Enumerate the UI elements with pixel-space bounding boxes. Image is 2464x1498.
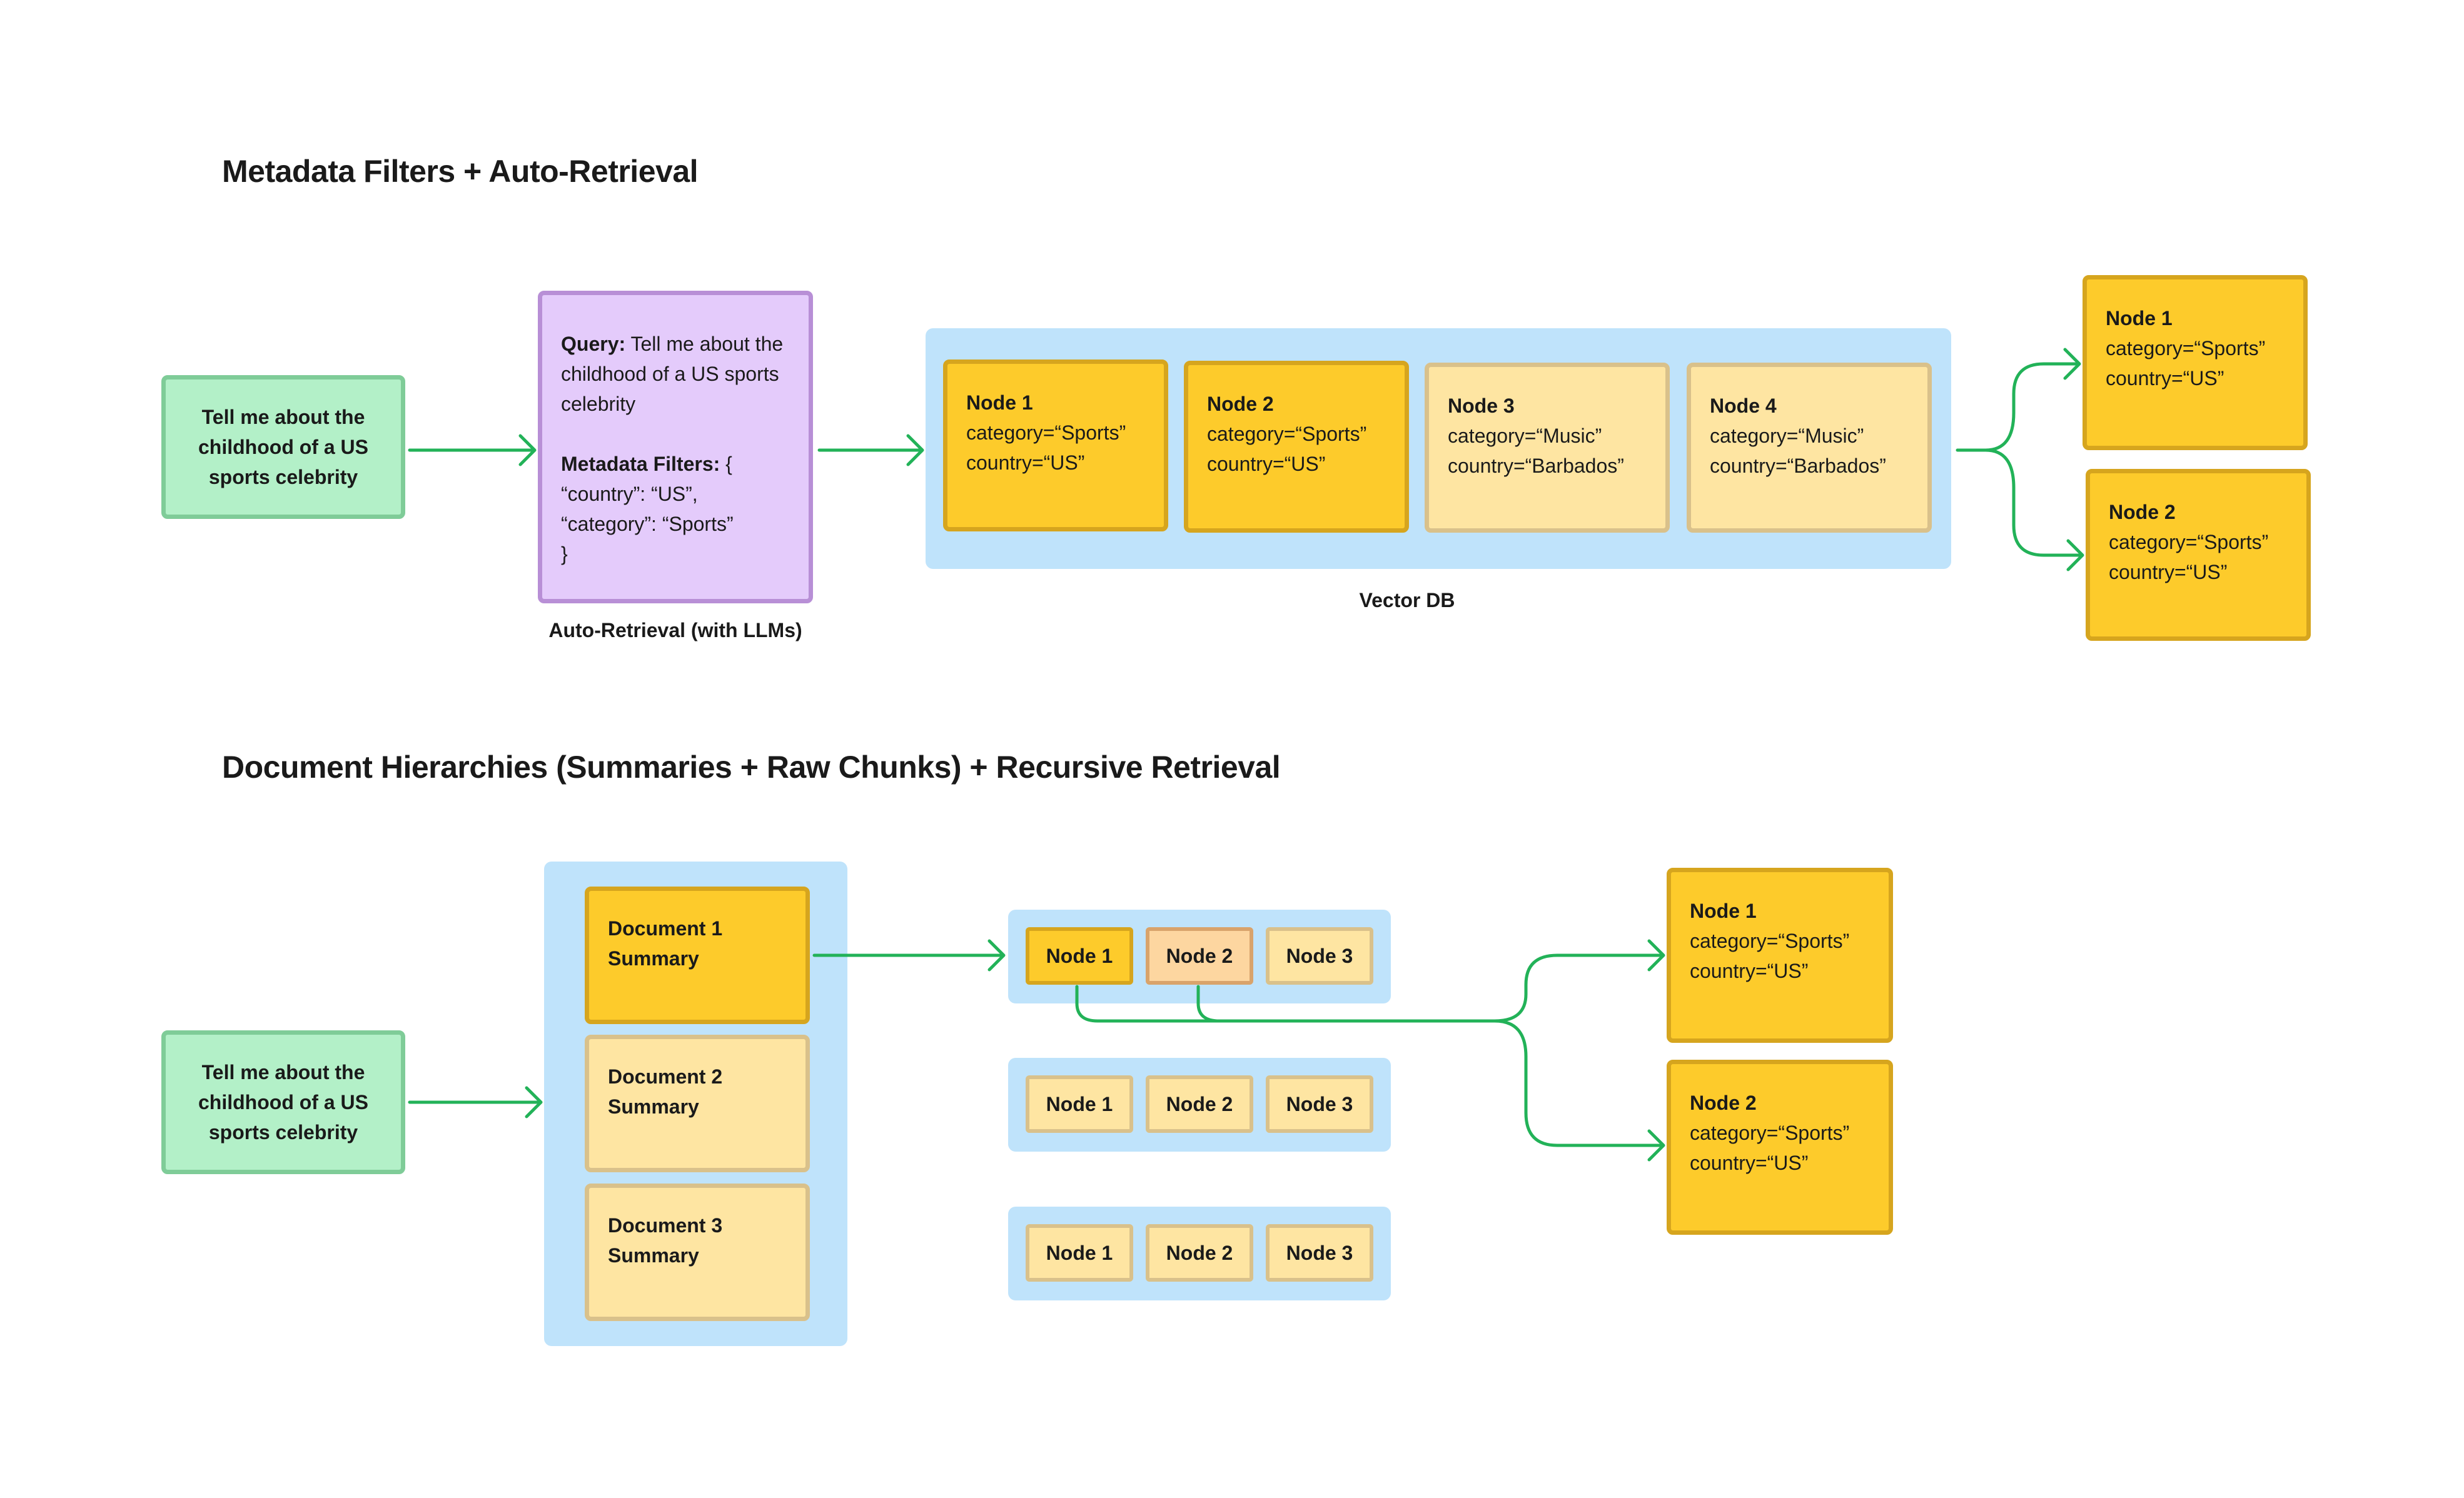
arrow-doc1-to-chunks — [812, 939, 1006, 972]
doc-subtitle: Summary — [608, 1095, 699, 1118]
arrow-branch-to-result-1 — [1956, 348, 2081, 452]
query-content: Tell me about the childhood of a US spor… — [561, 333, 784, 415]
document-2-summary: Document 2 Summary — [585, 1035, 810, 1172]
chip-label: Node 1 — [1046, 1092, 1113, 1115]
result-node-2-sec2: Node 2 category=“Sports” country=“US” — [1667, 1060, 1893, 1235]
node-category: category=“Sports” — [1690, 1122, 1850, 1144]
query-label: Query: — [561, 333, 626, 355]
arrow-query2-to-summaries — [408, 1086, 543, 1118]
query-line: Query: Tell me about the childhood of a … — [561, 329, 790, 419]
section-title-document-hierarchies: Document Hierarchies (Summaries + Raw Ch… — [222, 750, 1281, 785]
node-category: category=“Sports” — [1690, 930, 1850, 952]
query-text: Tell me about the childhood of a US spor… — [198, 1061, 368, 1144]
result-node-1-sec2: Node 1 category=“Sports” country=“US” — [1667, 868, 1893, 1043]
chunk-node-1-3: Node 3 — [1266, 927, 1373, 985]
node-country: country=“Barbados” — [1448, 455, 1624, 477]
doc-title: Document 1 — [608, 917, 723, 940]
node-title: Node 4 — [1710, 395, 1777, 417]
filter-country: “country”: “US”, — [561, 483, 698, 505]
node-title: Node 1 — [2106, 307, 2173, 329]
filters-label: Metadata Filters: — [561, 453, 720, 475]
filters-close: } — [561, 543, 568, 565]
auto-retrieval-caption: Auto-Retrieval (with LLMs) — [548, 619, 802, 641]
filters-line: Metadata Filters: { — [561, 449, 790, 479]
chunk-node-2-3: Node 3 — [1266, 1075, 1373, 1133]
chip-label: Node 1 — [1046, 1241, 1113, 1264]
chip-label: Node 3 — [1286, 1092, 1353, 1115]
node-country: country=“US” — [2106, 367, 2224, 390]
section-title-metadata-filters: Metadata Filters + Auto-Retrieval — [222, 154, 699, 189]
chunk-node2-drop — [1196, 985, 1221, 1023]
node-category: category=“Music” — [1710, 425, 1864, 447]
node-country: country=“US” — [1690, 1152, 1809, 1174]
node-country: country=“Barbados” — [1710, 455, 1886, 477]
query-text: Tell me about the childhood of a US spor… — [198, 406, 368, 488]
query-input-box: Tell me about the childhood of a US spor… — [161, 375, 405, 519]
node-category: category=“Sports” — [2106, 337, 2266, 359]
chunk-node-1-2: Node 2 — [1146, 927, 1253, 985]
chunk-node-1-1: Node 1 — [1026, 927, 1133, 985]
node-title: Node 3 — [1448, 395, 1515, 417]
chip-label: Node 1 — [1046, 944, 1113, 967]
vector-db-caption: Vector DB — [1359, 589, 1455, 611]
chunk-node-2-2: Node 2 — [1146, 1075, 1253, 1133]
document-1-summary: Document 1 Summary — [585, 887, 810, 1024]
chunk-node-3-2: Node 2 — [1146, 1224, 1253, 1282]
chip-label: Node 2 — [1166, 1241, 1233, 1264]
chunk-node1-drop — [1075, 985, 1497, 1023]
node-category: category=“Music” — [1448, 425, 1602, 447]
node-country: country=“US” — [966, 451, 1085, 474]
doc-subtitle: Summary — [608, 1244, 699, 1267]
node-country: country=“US” — [1207, 453, 1326, 475]
arrow-autoretrieval-to-vectordb — [817, 434, 924, 466]
chunk-node-3-3: Node 3 — [1266, 1224, 1373, 1282]
arrow-branch-to-result-1-sec2 — [1493, 939, 1665, 1023]
arrow-branch-to-result-2 — [1984, 448, 2084, 571]
chip-label: Node 3 — [1286, 1241, 1353, 1264]
node-title: Node 1 — [1690, 900, 1757, 922]
auto-retrieval-box: Query: Tell me about the childhood of a … — [538, 291, 813, 603]
doc-subtitle: Summary — [608, 947, 699, 970]
arrow-query-to-autoretrieval — [408, 434, 537, 466]
node-title: Node 2 — [1207, 393, 1274, 415]
db-node-3: Node 3 category=“Music” country=“Barbado… — [1425, 363, 1670, 533]
node-category: category=“Sports” — [966, 421, 1126, 444]
doc-title: Document 2 — [608, 1065, 723, 1088]
db-node-4: Node 4 category=“Music” country=“Barbado… — [1687, 363, 1932, 533]
node-country: country=“US” — [1690, 960, 1809, 982]
filters-open: { — [720, 453, 732, 475]
node-category: category=“Sports” — [2109, 531, 2269, 553]
query-input-box-2: Tell me about the childhood of a US spor… — [161, 1030, 405, 1174]
doc-title: Document 3 — [608, 1214, 723, 1237]
chunk-node-2-1: Node 1 — [1026, 1075, 1133, 1133]
chip-label: Node 2 — [1166, 944, 1233, 967]
chip-label: Node 2 — [1166, 1092, 1233, 1115]
db-node-1: Node 1 category=“Sports” country=“US” — [943, 359, 1168, 531]
result-node-1: Node 1 category=“Sports” country=“US” — [2083, 275, 2308, 450]
chip-label: Node 3 — [1286, 944, 1353, 967]
chunk-node-3-1: Node 1 — [1026, 1224, 1133, 1282]
db-node-2: Node 2 category=“Sports” country=“US” — [1184, 361, 1409, 533]
result-node-2: Node 2 category=“Sports” country=“US” — [2086, 469, 2311, 641]
arrow-branch-to-result-2-sec2 — [1493, 1019, 1665, 1162]
node-category: category=“Sports” — [1207, 423, 1367, 445]
document-3-summary: Document 3 Summary — [585, 1184, 810, 1321]
node-title: Node 2 — [2109, 501, 2176, 523]
filter-category: “category”: “Sports” — [561, 513, 734, 535]
node-country: country=“US” — [2109, 561, 2228, 583]
node-title: Node 2 — [1690, 1092, 1757, 1114]
node-title: Node 1 — [966, 391, 1033, 414]
